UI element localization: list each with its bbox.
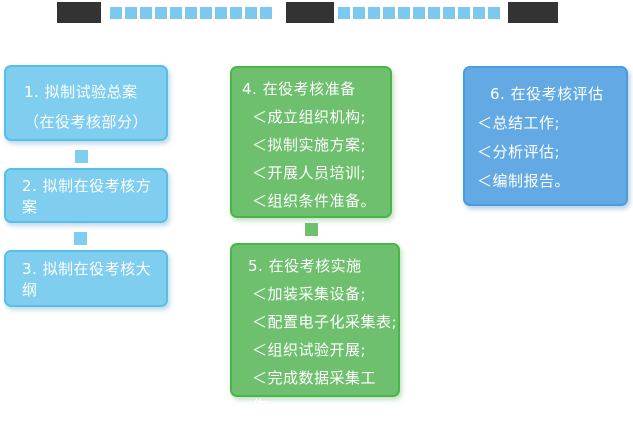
square-decoration — [125, 6, 137, 19]
square-decoration — [338, 6, 350, 19]
square-strip-decoration — [110, 2, 272, 23]
connector-square — [305, 223, 318, 236]
step-title: 1. 拟制试验总案 — [24, 83, 138, 101]
step-box-4: 4. 在役考核准备 ＜成立组织机构; ＜拟制实施方案; ＜开展人员培训; ＜组织条件准… — [230, 66, 392, 218]
dark-block-decoration — [508, 2, 558, 23]
step-line: ＜分析评估; — [477, 143, 561, 161]
square-decoration — [170, 6, 182, 19]
connector-square — [75, 150, 88, 163]
connector-square — [74, 232, 87, 245]
square-decoration — [245, 6, 257, 19]
square-decoration — [488, 6, 500, 19]
square-decoration — [473, 6, 485, 19]
step-line: ＜配置电子化采集表; — [252, 313, 398, 331]
square-decoration — [230, 6, 242, 19]
square-strip-decoration — [338, 2, 500, 23]
step-title: 3. 拟制在役考核大纲 — [22, 259, 152, 299]
square-decoration — [200, 6, 212, 19]
step-line: ＜完成数据采集工作。 — [252, 369, 377, 415]
square-decoration — [140, 6, 152, 19]
step-box-5: 5. 在役考核实施 ＜加装采集设备; ＜配置电子化采集表; ＜组织试验开展; ＜完成数… — [230, 243, 400, 415]
step-line: ＜组织条件准备。 — [252, 192, 377, 210]
step-title: 4. 在役考核准备 — [242, 80, 356, 98]
step-box-2: 2. 拟制在役考核方案 — [4, 168, 168, 223]
square-decoration — [185, 6, 197, 19]
step-line: ＜开展人员培训; — [252, 164, 367, 182]
step-box-1: 1. 拟制试验总案 （在役考核部分） — [4, 65, 168, 141]
step-line: ＜编制报告。 — [477, 172, 571, 190]
step-line: ＜加装采集设备; — [252, 285, 367, 303]
dark-block-decoration — [286, 2, 334, 23]
step-box-3: 3. 拟制在役考核大纲 — [4, 250, 168, 307]
step-line: ＜拟制实施方案; — [252, 136, 367, 154]
square-decoration — [398, 6, 410, 19]
dark-block-decoration — [57, 2, 101, 23]
step-line: ＜组织试验开展; — [252, 341, 367, 359]
square-decoration — [110, 6, 122, 19]
step-title: 6. 在役考核评估 — [490, 85, 604, 103]
square-decoration — [353, 6, 365, 19]
square-decoration — [383, 6, 395, 19]
square-decoration — [215, 6, 227, 19]
square-decoration — [155, 6, 167, 19]
square-decoration — [260, 6, 272, 19]
square-decoration — [458, 6, 470, 19]
step-title: 5. 在役考核实施 — [248, 257, 362, 275]
step-line: ＜总结工作; — [477, 114, 561, 132]
square-decoration — [443, 6, 455, 19]
square-decoration — [368, 6, 380, 19]
square-decoration — [428, 6, 440, 19]
step-title: 2. 拟制在役考核方案 — [22, 176, 152, 216]
step-line: （在役考核部分） — [24, 113, 149, 131]
step-line: ＜成立组织机构; — [252, 108, 367, 126]
step-box-6: 6. 在役考核评估 ＜总结工作; ＜分析评估; ＜编制报告。 — [463, 66, 628, 206]
square-decoration — [413, 6, 425, 19]
